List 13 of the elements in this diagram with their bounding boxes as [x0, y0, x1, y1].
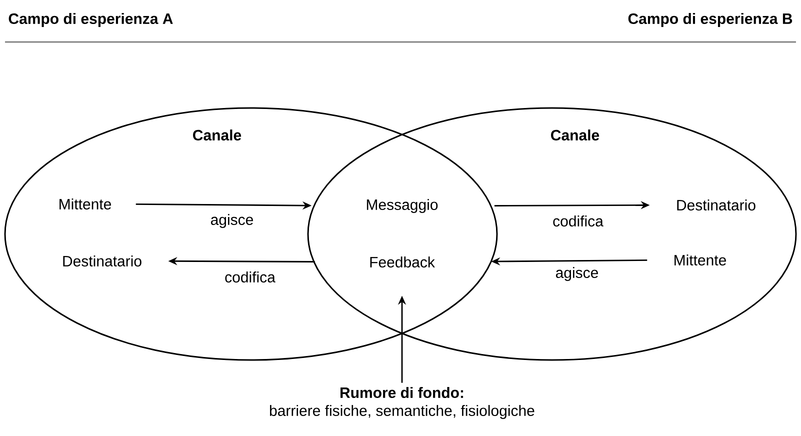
role-text: Mittente — [60, 198, 112, 210]
edge-label: codifica — [224, 270, 276, 284]
role-text: Destinatario — [63, 255, 142, 266]
edge-label: agisce — [209, 213, 255, 229]
noise-text: Rumore di fondo: barriere fisiche, semantiche, fisiologiche — [270, 387, 534, 419]
edge-label: agisce — [554, 266, 600, 282]
role-text: Messaggio — [366, 199, 438, 213]
role-text: Feedback — [370, 256, 435, 268]
role-text: Destinatario — [677, 200, 756, 210]
section-heading: Campo di esperienza B — [628, 13, 792, 27]
role-text: Mittente — [674, 254, 726, 266]
edge-label: codifica — [552, 214, 604, 228]
section-heading: Campo di esperienza A — [8, 13, 173, 27]
